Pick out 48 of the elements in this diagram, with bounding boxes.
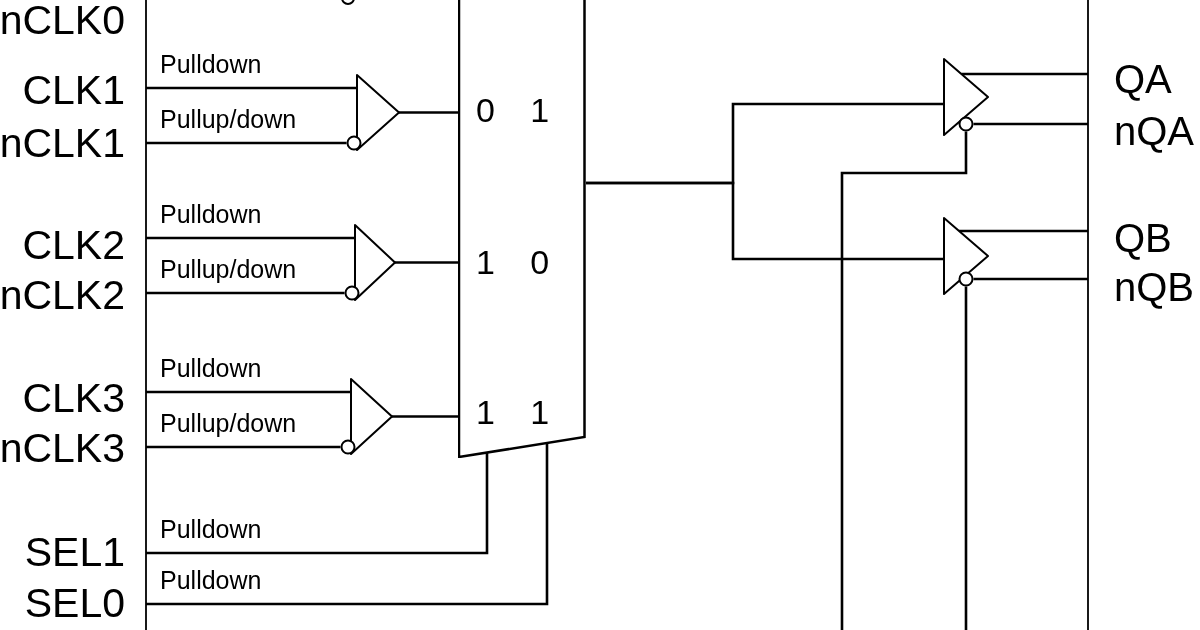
wire [964, 286, 968, 630]
wire [146, 452, 489, 555]
wire [146, 443, 549, 606]
wire [146, 86, 357, 90]
pin-label: nCLK1 [0, 123, 125, 164]
pin-label: QA [1114, 59, 1172, 99]
buffer-symbol [339, 378, 393, 455]
pin-label: CLK2 [22, 225, 125, 266]
wire [961, 72, 1088, 76]
edge-label: Pulldown [160, 202, 262, 227]
buffer-symbol [345, 74, 400, 151]
pin-label: SEL1 [24, 532, 125, 573]
pin-label: CLK3 [22, 378, 125, 419]
wire [146, 141, 347, 145]
wire [399, 111, 459, 114]
buffer-symbol [943, 58, 989, 136]
wire [392, 415, 459, 418]
wire [973, 277, 1088, 281]
pin-label: nCLK2 [0, 275, 125, 316]
wire [840, 131, 968, 630]
buffer-symbol [343, 224, 396, 301]
edge-label: Pulldown [160, 568, 262, 593]
wire [146, 236, 355, 240]
wire [146, 390, 351, 394]
edge-label: Pulldown [160, 356, 262, 381]
edge-label: Pulldown [160, 52, 262, 77]
select-value: 0 1 [476, 93, 550, 127]
multiplexer [458, 0, 586, 458]
wire [146, 291, 345, 295]
edge-label: Pullup/down [160, 411, 297, 436]
select-value: 1 1 [476, 395, 550, 429]
pin-label: CLK1 [22, 70, 125, 111]
edge-label: Pulldown [160, 517, 262, 542]
pin-label: nQB [1114, 267, 1195, 307]
wire [146, 445, 341, 449]
edge-label: Pullup/down [160, 257, 297, 282]
wire [395, 261, 459, 264]
pin-label: QB [1114, 218, 1172, 258]
pin-label: nQA [1114, 111, 1195, 151]
edge-label: Pullup/down [160, 107, 297, 132]
pin-label: SEL0 [24, 583, 125, 624]
pin-label: nCLK0 [0, 0, 125, 41]
wire [586, 181, 944, 261]
wire [959, 229, 1088, 233]
buffer-symbol [943, 217, 989, 295]
wire [973, 122, 1088, 126]
pin-label: nCLK3 [0, 428, 125, 469]
select-value: 1 0 [476, 245, 550, 279]
